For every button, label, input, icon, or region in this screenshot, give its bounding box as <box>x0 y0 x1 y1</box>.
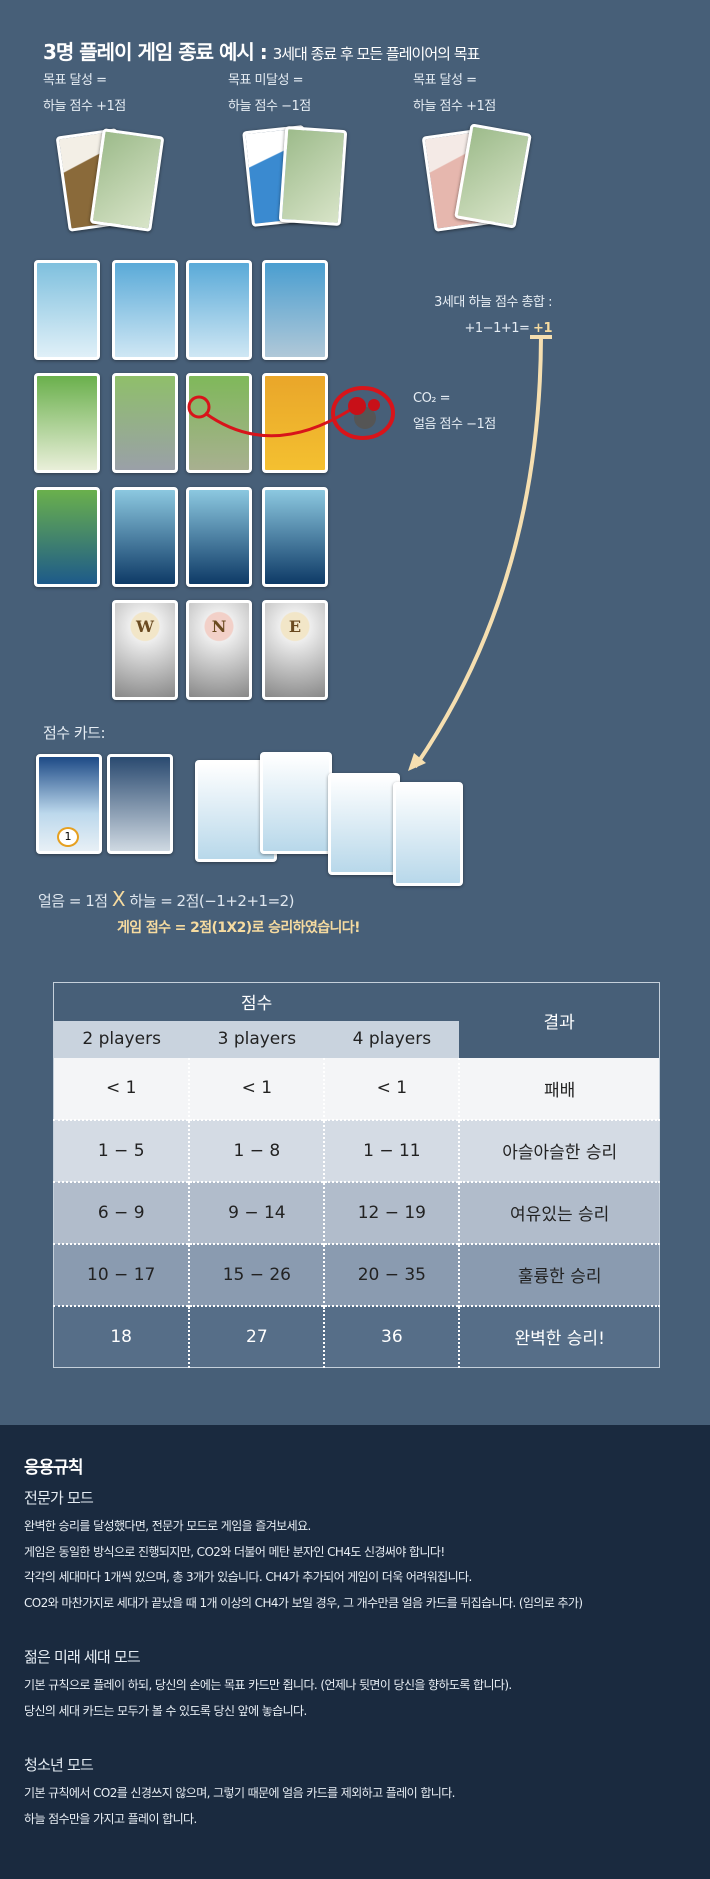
generation-card <box>186 260 252 360</box>
score-cell: 18 <box>53 1304 191 1368</box>
score-cell: 20 − 35 <box>324 1242 461 1306</box>
objective-label-1: 목표 달성 =하늘 점수 +1점 <box>43 73 126 114</box>
rule-line: CO2와 마찬가지로 세대가 끝났을 때 1개 이상의 CH4가 보일 경우, … <box>24 1595 583 1610</box>
rule-heading: 젊은 미래 세대 모드 <box>24 1648 141 1666</box>
progress-card <box>328 773 400 875</box>
players-4-header: 4 players <box>352 1029 432 1049</box>
game-result: 게임 점수 = 2점(1X2)로 승리하였습니다! <box>117 920 360 936</box>
generation-card <box>262 487 328 587</box>
generation-card <box>112 487 178 587</box>
rule-line: 게임은 동일한 방식으로 진행되지만, CO2와 더불어 메탄 분자인 CH4도… <box>24 1544 445 1559</box>
arrow-to-score <box>408 335 552 771</box>
sky-total: 3세대 하늘 점수 총합 :+1−1+1= +1 <box>434 295 552 336</box>
score-cell: < 1 <box>324 1057 461 1120</box>
generation-card <box>112 373 178 473</box>
score-cell: 6 − 9 <box>53 1180 191 1244</box>
sea-card <box>34 487 100 587</box>
score-cell: < 1 <box>189 1057 326 1120</box>
score-cell: 12 − 19 <box>324 1180 461 1244</box>
rule-heading: 전문가 모드 <box>24 1489 94 1507</box>
score-cell: 9 − 14 <box>189 1180 326 1244</box>
sky-card <box>34 260 100 360</box>
result-cell: 여유있는 승리 <box>459 1180 660 1244</box>
score-cards-label: 점수 카드: <box>43 724 106 742</box>
progress-card <box>260 752 332 854</box>
result-cell: 아슬아슬한 승리 <box>459 1118 660 1182</box>
compass-card-e: E <box>262 600 328 700</box>
score-header: 점수 <box>241 994 273 1015</box>
result-header: 결과 <box>459 982 660 1058</box>
generation-card <box>262 373 328 473</box>
compass-card-w: W <box>112 600 178 700</box>
compass-card-n: N <box>186 600 252 700</box>
score-cell: < 1 <box>53 1057 191 1120</box>
score-cell: 1 − 8 <box>189 1118 326 1182</box>
page-title: 3명 플레이 게임 종료 예시 : 3세대 종료 후 모든 플레이어의 목표 <box>43 40 480 64</box>
co2-label: CO₂ =얼음 점수 −1점 <box>413 391 496 432</box>
ice-score-card: 1 <box>36 754 102 854</box>
score-cell: 36 <box>324 1304 461 1368</box>
generation-card <box>262 260 328 360</box>
rule-line: 하늘 점수만을 가지고 플레이 합니다. <box>24 1811 197 1826</box>
rule-line: 기본 규칙에서 CO2를 신경쓰지 않으며, 그렇기 때문에 얼음 카드를 제외… <box>24 1786 455 1800</box>
rule-line: 당신의 세대 카드는 모두가 볼 수 있도록 당신 앞에 놓습니다. <box>24 1703 307 1718</box>
objective-label-2: 목표 미달성 =하늘 점수 −1점 <box>228 73 311 114</box>
score-cell: 1 − 11 <box>324 1118 461 1182</box>
result-cell: 훌륭한 승리 <box>459 1242 660 1306</box>
players-3-header: 3 players <box>217 1029 297 1049</box>
sky-score-card <box>107 754 173 854</box>
score-formula: 얼음 = 1점 X 하늘 = 2점(−1+2+1=2) <box>38 887 295 911</box>
generation-card <box>186 487 252 587</box>
land-card <box>34 373 100 473</box>
rule-line: 각각의 세대마다 1개씩 있으며, 총 3개가 있습니다. CH4가 추가되어 … <box>24 1570 472 1584</box>
generation-card <box>112 260 178 360</box>
players-2-header: 2 players <box>82 1029 161 1049</box>
rule-line: 완벽한 승리를 달성했다면, 전문가 모드로 게임을 즐겨보세요. <box>24 1519 311 1533</box>
co2-connector <box>187 386 395 440</box>
progress-card <box>393 782 463 886</box>
rule-line: 기본 규칙으로 플레이 하되, 당신의 손에는 목표 카드만 쥡니다. (언제나… <box>24 1678 512 1692</box>
score-cell: 15 − 26 <box>189 1242 326 1306</box>
score-cell: 10 − 17 <box>53 1242 191 1306</box>
rules-title: 응용규칙 <box>24 1458 84 1478</box>
leaf-card <box>89 128 165 232</box>
rule-heading: 청소년 모드 <box>24 1756 94 1774</box>
result-cell: 패배 <box>544 1080 576 1101</box>
leaf-card <box>278 125 348 227</box>
objective-label-3: 목표 달성 =하늘 점수 +1점 <box>413 73 496 114</box>
score-cell: 1 − 5 <box>53 1118 191 1182</box>
score-cell: 27 <box>189 1304 326 1368</box>
result-cell: 완벽한 승리! <box>459 1304 660 1368</box>
